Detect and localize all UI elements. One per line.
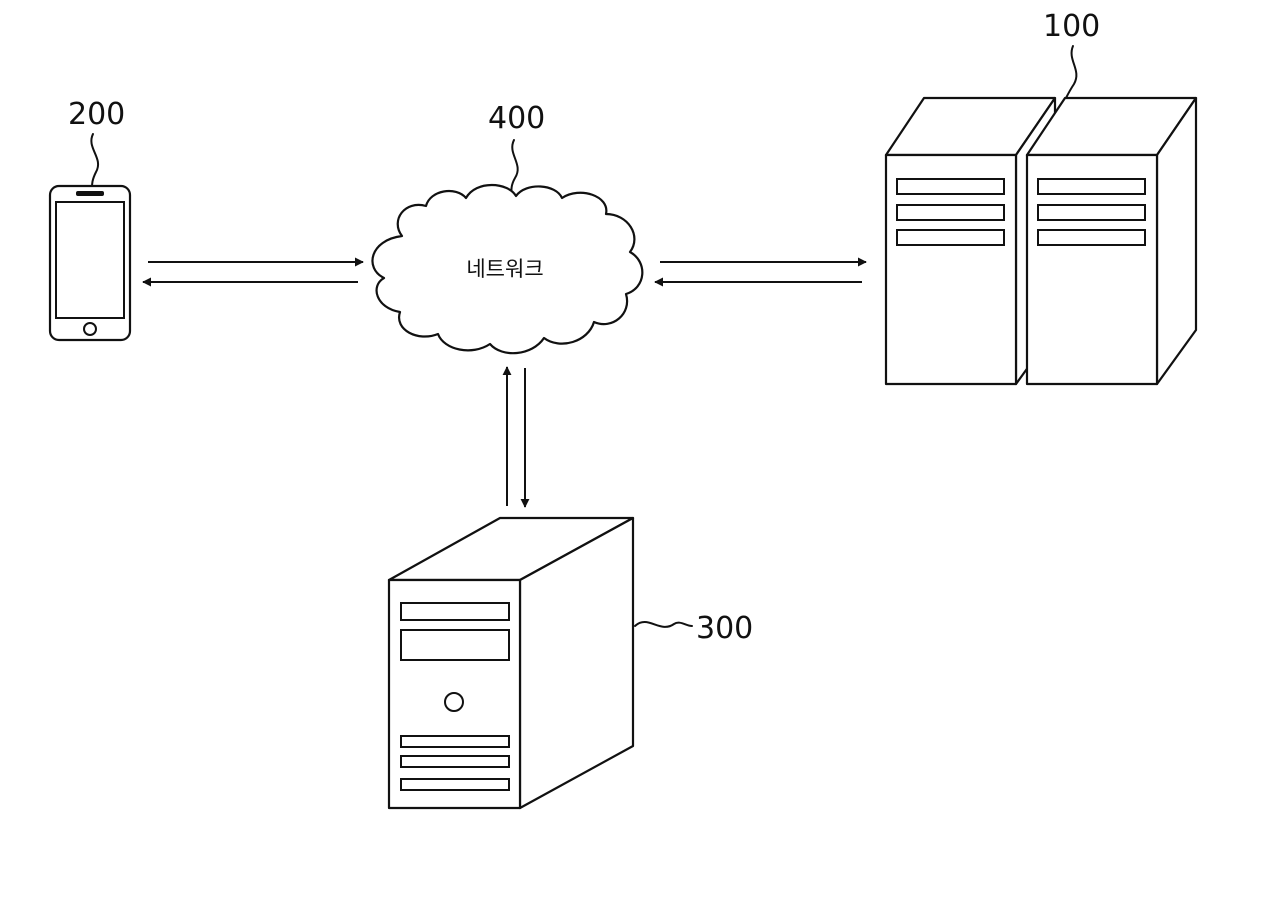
power-button [445,693,463,711]
drive-slot [1038,205,1145,220]
rack-server-pair-icon [886,98,1196,384]
smartphone-icon [50,186,130,340]
drive-slot [1038,179,1145,194]
cloud-icon: 네트워크 [372,185,642,353]
vent-slot [401,756,509,767]
phone-screen [56,202,124,318]
drive-slot [897,205,1004,220]
drive-slot [897,179,1004,194]
label-200: 200 [68,97,125,132]
drive-slot [897,230,1004,245]
phone-speaker [76,191,104,196]
label-300: 300 [696,611,753,646]
drive-slot [1038,230,1145,245]
tower-server-icon [389,518,633,808]
drive-bay [401,603,509,620]
label-400: 400 [488,101,545,136]
drive-bay [401,630,509,660]
leader-line-200 [91,134,98,188]
vent-slot [401,779,509,790]
leader-line-100 [1066,46,1076,98]
phone-home-button [84,323,96,335]
label-100: 100 [1043,9,1100,44]
network-label: 네트워크 [466,257,543,281]
leader-line-400 [511,140,517,196]
server-unit-right [1027,98,1196,384]
leader-line-300 [635,622,692,627]
vent-slot [401,736,509,747]
